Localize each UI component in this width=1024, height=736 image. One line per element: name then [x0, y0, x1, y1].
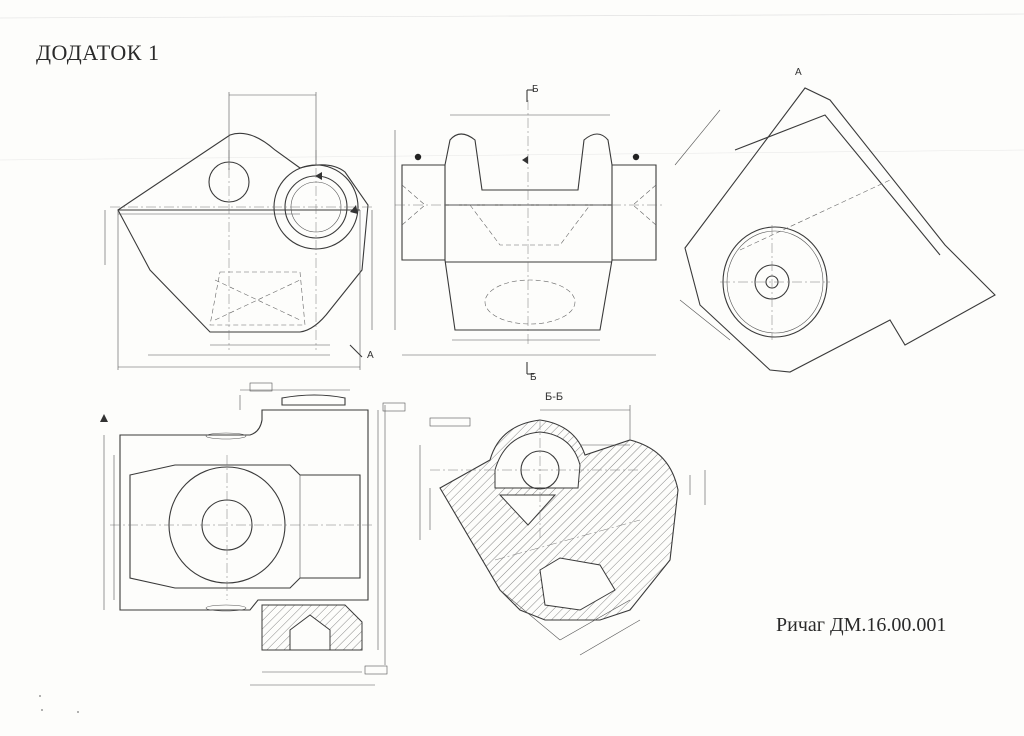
sheet-title: ДОДАТОК 1 [36, 40, 160, 65]
section-mark-top: Б [532, 84, 539, 95]
section-title: Б-Б [545, 391, 563, 403]
side-view [394, 89, 665, 375]
view-a [674, 87, 996, 373]
top-view [100, 382, 406, 686]
scan-line [0, 149, 1024, 161]
section-b-b [419, 405, 706, 656]
view-arrow-label: А [367, 350, 374, 361]
view-a-label: А [795, 67, 802, 78]
part-caption: Ричаг ДМ.16.00.001 [776, 614, 947, 636]
front-view [104, 92, 375, 370]
section-mark-bottom: Б [530, 372, 537, 383]
scan-line [0, 13, 1024, 19]
